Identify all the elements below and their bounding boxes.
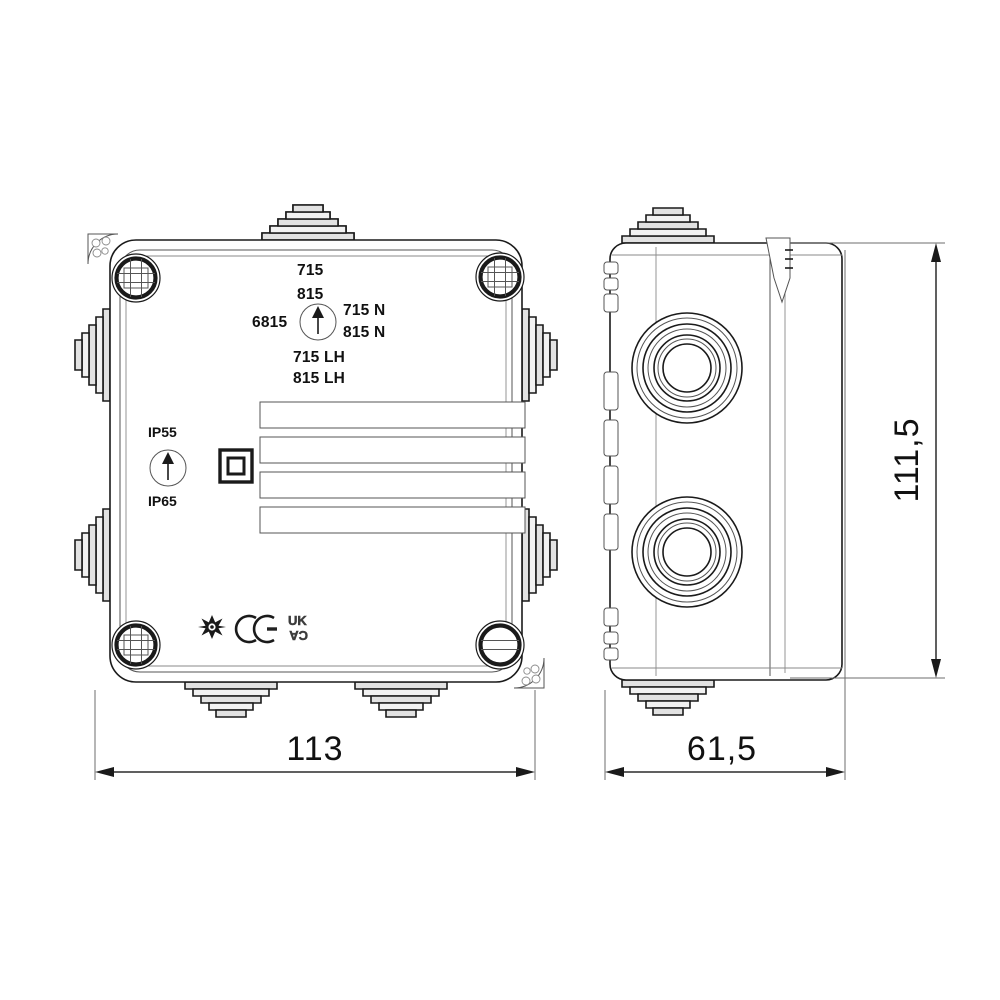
ip-rating-upper: IP55 — [148, 424, 177, 440]
side-cable-entry-lower — [631, 496, 743, 608]
ukca-mark-icon: UK CA — [288, 613, 309, 644]
double-insulation-square-icon — [218, 448, 254, 484]
ip-rating-block: IP55 IP65 — [148, 424, 187, 509]
model-label-bottom-2: 815 LH — [293, 370, 345, 387]
screw-top-left — [112, 254, 160, 302]
model-label-top-1: 715 — [297, 262, 324, 279]
label-rib-slots — [259, 401, 526, 534]
model-label-right-2: 815 N — [343, 324, 385, 341]
arrow-up-in-circle-icon — [149, 449, 187, 487]
screw-bottom-left — [112, 621, 160, 669]
front-knockout-right-upper — [521, 308, 558, 402]
dimension-width-label: 113 — [286, 730, 343, 768]
front-knockout-top-right — [261, 204, 355, 241]
front-view: 715 815 6815 715 N 815 N 715 LH 815 LH I… — [74, 204, 558, 718]
model-arrow-up-in-circle-icon — [299, 303, 337, 341]
front-knockout-left-lower — [74, 508, 111, 602]
screw-bottom-right — [476, 621, 524, 669]
dimension-depth-label: 61,5 — [687, 730, 757, 768]
front-knockout-left-upper — [74, 308, 111, 402]
side-view — [603, 207, 843, 716]
dimension-annotations: 113 61,5 111,5 — [94, 242, 945, 780]
model-label-block: 715 815 6815 715 N 815 N 715 LH 815 LH — [252, 262, 385, 387]
dimension-width: 113 — [94, 690, 536, 780]
sunburst-icon — [198, 615, 226, 639]
side-body-outline — [609, 242, 843, 681]
ip-rating-lower: IP65 — [148, 493, 177, 509]
dimension-depth: 61,5 — [604, 250, 846, 780]
side-latch-tab — [765, 237, 793, 304]
front-knockout-bottom-left — [184, 681, 278, 718]
model-label-left: 6815 — [252, 314, 287, 331]
certification-marks: UK CA — [198, 613, 308, 643]
screw-top-right — [476, 253, 524, 301]
model-label-top-2: 815 — [297, 286, 324, 303]
front-knockout-bottom-right — [354, 681, 448, 718]
side-knockout-top — [621, 207, 715, 244]
dimension-height-label: 111,5 — [888, 417, 926, 502]
model-label-bottom-1: 715 LH — [293, 349, 345, 366]
ce-mark-icon — [234, 614, 277, 644]
side-cable-entry-upper — [631, 312, 743, 424]
dimension-height: 111,5 — [790, 242, 945, 679]
front-knockout-right-lower — [521, 508, 558, 602]
side-knockout-bottom — [621, 679, 715, 716]
ukca-top: UK — [288, 613, 307, 628]
model-label-right-1: 715 N — [343, 302, 385, 319]
ukca-bottom: CA — [289, 628, 308, 643]
side-edge-tabs — [603, 261, 619, 661]
